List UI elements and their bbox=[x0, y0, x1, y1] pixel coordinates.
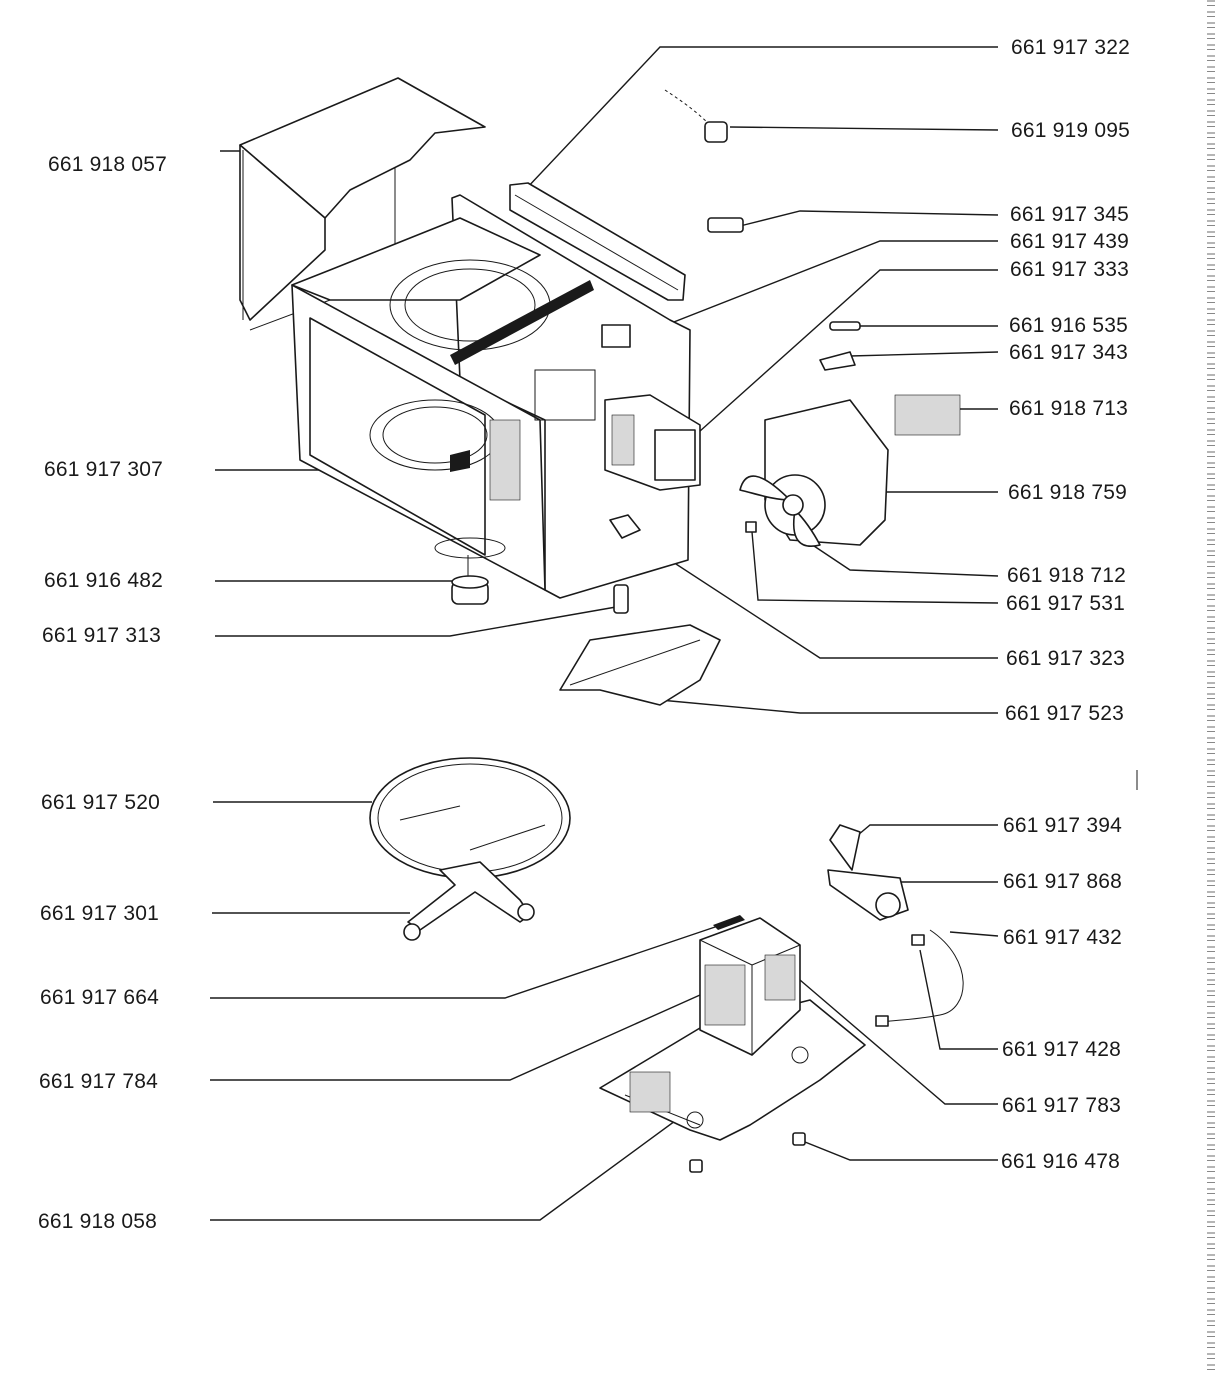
label-roller-support: 661 917 301 bbox=[40, 902, 159, 925]
label-base-plate: 661 918 058 bbox=[38, 1210, 157, 1233]
leader-thermal-switch bbox=[627, 240, 998, 341]
label-capacitor-bracket: 661 917 394 bbox=[1003, 814, 1122, 837]
leader-cable-clip bbox=[739, 210, 999, 227]
lamp-assembly bbox=[559, 514, 721, 706]
label-transformer-winding: 661 917 664 bbox=[40, 986, 159, 1009]
transformer-base-group bbox=[599, 915, 866, 1173]
label-fan-clip: 661 917 531 bbox=[1006, 592, 1125, 615]
label-mains-cable: 661 919 095 bbox=[1011, 119, 1130, 142]
label-fan-blade: 661 918 712 bbox=[1007, 564, 1126, 587]
label-thermal-switch: 661 917 439 bbox=[1010, 230, 1129, 253]
leader-transformer-core bbox=[210, 994, 701, 1081]
back-strip-part bbox=[509, 182, 686, 301]
label-transformer-core: 661 917 784 bbox=[39, 1070, 158, 1093]
label-fuse: 661 916 535 bbox=[1009, 314, 1128, 337]
label-turntable-motor: 661 916 482 bbox=[44, 569, 163, 592]
leader-transformer bbox=[799, 979, 998, 1105]
leader-lines bbox=[210, 46, 999, 1221]
label-capacitor: 661 917 868 bbox=[1003, 870, 1122, 893]
label-lamp-bracket: 661 917 523 bbox=[1005, 702, 1124, 725]
label-diode: 661 917 432 bbox=[1003, 926, 1122, 949]
leader-lamp-bracket bbox=[659, 699, 998, 714]
leader-mains-cable bbox=[729, 126, 999, 131]
leader-fuse-holder bbox=[849, 351, 999, 357]
fan-assembly bbox=[739, 394, 961, 547]
leader-magnetron bbox=[689, 269, 998, 441]
label-foot: 661 916 478 bbox=[1001, 1150, 1120, 1173]
leader-back-strip bbox=[524, 46, 998, 191]
leader-base-plate bbox=[210, 1109, 691, 1221]
leader-lamp bbox=[629, 533, 998, 659]
magnetron-part bbox=[604, 394, 701, 491]
glass-tray-part bbox=[369, 757, 571, 879]
label-micro-switch-block: 661 918 713 bbox=[1009, 397, 1128, 420]
cavity-part bbox=[291, 194, 691, 599]
label-magnetron: 661 917 333 bbox=[1010, 258, 1129, 281]
scan-edge-strip bbox=[1207, 0, 1215, 1375]
leader-lamp-holder bbox=[215, 606, 617, 637]
label-glass-tray: 661 917 520 bbox=[41, 791, 160, 814]
leader-fan-clip bbox=[751, 531, 999, 604]
label-back-strip: 661 917 322 bbox=[1011, 36, 1130, 59]
leader-hv-wire bbox=[919, 949, 998, 1050]
leader-diode bbox=[949, 931, 999, 937]
label-door-frame: 661 917 307 bbox=[44, 458, 163, 481]
label-top-cover: 661 918 057 bbox=[48, 153, 167, 176]
label-hv-wire: 661 917 428 bbox=[1002, 1038, 1121, 1061]
leader-foot bbox=[799, 1139, 998, 1161]
label-lamp: 661 917 323 bbox=[1006, 647, 1125, 670]
label-lamp-holder: 661 917 313 bbox=[42, 624, 161, 647]
label-transformer: 661 917 783 bbox=[1002, 1094, 1121, 1117]
label-fuse-holder: 661 917 343 bbox=[1009, 341, 1128, 364]
label-cable-clip: 661 917 345 bbox=[1010, 203, 1129, 226]
capacitor-group bbox=[827, 824, 964, 1027]
label-fan-housing: 661 918 759 bbox=[1008, 481, 1127, 504]
small-parts bbox=[601, 89, 861, 371]
roller-support-part bbox=[403, 861, 535, 941]
leader-transformer-winding bbox=[210, 925, 719, 999]
leader-capacitor-bracket bbox=[857, 824, 998, 836]
turntable-motor-part bbox=[434, 537, 506, 605]
